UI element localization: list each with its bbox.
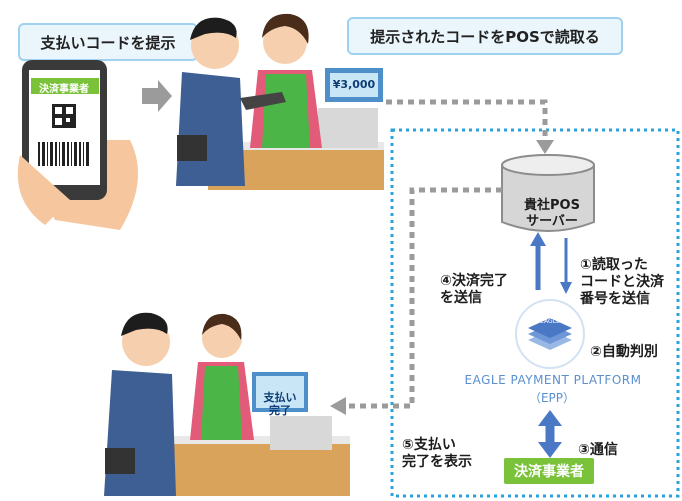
step5-text: ⑤支払い 完了を表示 xyxy=(402,437,472,470)
register-price-text: ¥3,000 xyxy=(332,78,376,91)
register-price: ¥3,000 xyxy=(330,78,378,91)
platform-abbr: （EPP） xyxy=(512,389,592,406)
qr-code-icon xyxy=(52,104,76,128)
arrow-up-icon xyxy=(530,232,546,246)
arrow-down-icon-2 xyxy=(560,282,572,294)
epp-logo-text: EAGLE xyxy=(538,318,562,325)
pos-server-label-text: 貴社POS サーバー xyxy=(524,198,580,229)
arrow-left-icon xyxy=(330,397,346,415)
barcode-icon xyxy=(38,142,89,166)
step2-text: ②自動判別 xyxy=(590,344,658,360)
step3-text: ③通信 xyxy=(578,442,618,458)
callout-pos-read-text: 提示されたコードをPOSで読取る xyxy=(370,27,600,46)
step3-label: ③通信 xyxy=(578,425,618,459)
step5-label: ⑤支払い 完了を表示 xyxy=(402,420,472,471)
epp-logo-text-span: EAGLE xyxy=(540,318,560,325)
phone-provider-badge-text: 決済事業者 xyxy=(39,83,89,95)
top-checkout-scene xyxy=(176,13,384,190)
step4-label: ④決済完了 を送信 xyxy=(440,256,508,307)
platform-name-text: EAGLE PAYMENT PLATFORM xyxy=(464,373,642,387)
pos-server-label: 貴社POS サーバー xyxy=(517,182,587,230)
platform-abbr-text: （EPP） xyxy=(528,391,576,405)
arrow-down-icon xyxy=(536,140,554,154)
platform-name: EAGLE PAYMENT PLATFORM xyxy=(462,373,644,387)
provider-box: 決済事業者 xyxy=(504,458,594,484)
arrow-up-head-icon xyxy=(538,410,562,426)
bottom-checkout-scene xyxy=(104,312,350,496)
arrow-right-icon xyxy=(142,80,172,112)
arrow-down-head-icon xyxy=(538,442,562,458)
callout-pos-read: 提示されたコードをPOSで読取る xyxy=(347,17,623,55)
callout-pay-code-text: 支払いコードを提示 xyxy=(40,33,176,52)
dotted-line-register-to-server xyxy=(386,99,548,145)
epp-logo-icon xyxy=(515,299,585,369)
register-complete-text: 支払い 完了 xyxy=(263,391,297,417)
callout-pay-code: 支払いコードを提示 xyxy=(18,23,198,61)
register-complete-screen: 支払い 完了 xyxy=(256,378,304,417)
step2-label: ②自動判別 xyxy=(590,327,658,361)
step1-label: ①読取った コードと決済 番号を送信 xyxy=(580,240,664,308)
step1-text: ①読取った コードと決済 番号を送信 xyxy=(580,257,664,307)
pos-server-icon xyxy=(501,154,595,232)
phone-provider-badge: 決済事業者 xyxy=(33,80,95,95)
dotted-line-server-to-bottom-register xyxy=(345,187,502,409)
epp-dotted-frame xyxy=(390,128,680,498)
step4-text: ④決済完了 を送信 xyxy=(440,273,508,306)
provider-box-text: 決済事業者 xyxy=(514,464,584,480)
